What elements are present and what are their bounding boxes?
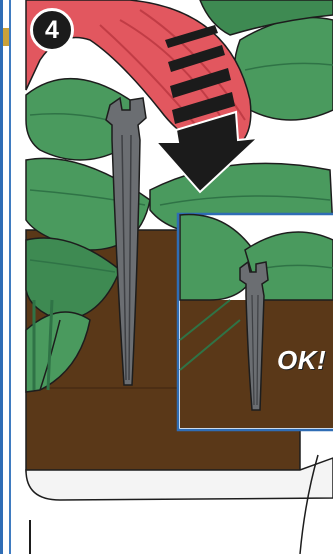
- left-frame-inner-edge: [9, 0, 11, 554]
- left-frame-marker: [3, 28, 9, 46]
- left-frame-edge: [0, 0, 3, 554]
- ok-confirmation-label: OK!: [277, 345, 326, 376]
- step-number-badge: 4: [30, 8, 74, 52]
- inset-result-panel: [178, 214, 333, 430]
- step-number-text: 4: [45, 18, 59, 43]
